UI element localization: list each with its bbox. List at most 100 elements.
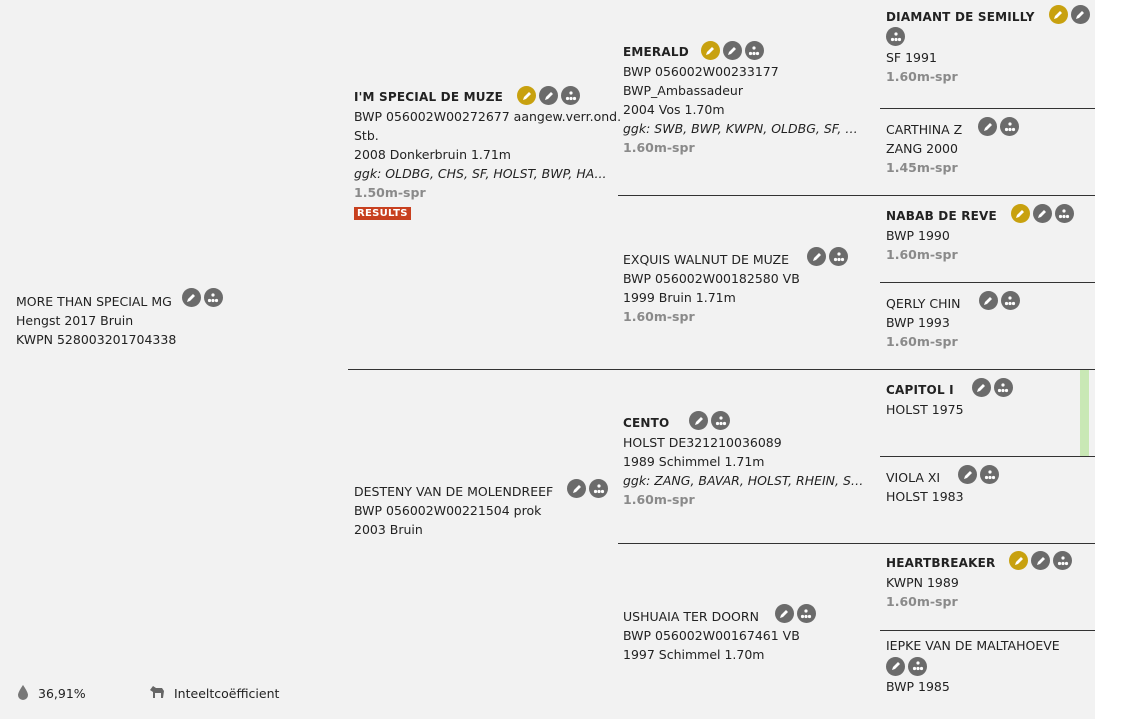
ddd-line1: BWP 1985: [886, 679, 950, 694]
gold-pencil-icon[interactable]: [517, 86, 536, 105]
pencil-icon[interactable]: [971, 378, 991, 397]
highlight-bar: [1080, 370, 1089, 456]
pencil-icon[interactable]: [722, 41, 742, 60]
pencil-icon[interactable]: [978, 117, 998, 136]
ss-line2: BWP_Ambassadeur: [623, 83, 743, 98]
gold-pencil-icon[interactable]: [1010, 204, 1030, 223]
pedigree-tree-icon[interactable]: [561, 86, 580, 105]
pencil-icon[interactable]: [1032, 204, 1052, 223]
pencil-icon[interactable]: [689, 411, 709, 430]
subject-line2: KWPN 528003201704338: [16, 332, 177, 347]
pedigree-tree-icon[interactable]: [1054, 204, 1074, 223]
dd-line2: 1997 Schimmel 1.70m: [623, 647, 765, 662]
subject-name[interactable]: MORE THAN SPECIAL MG: [16, 294, 172, 309]
dsd-horse: VIOLA XI HOLST 1983: [886, 465, 1000, 506]
sire-sire-horse: EMERALD BWP 056002W00233177 BWP_Ambassad…: [623, 41, 863, 157]
sire-name[interactable]: I'M SPECIAL DE MUZE: [354, 90, 503, 104]
ds-ggk: ggk: ZANG, BAVAR, HOLST, RHEIN, SW...: [623, 473, 868, 488]
inbreeding-link[interactable]: Inteeltcoëfficient: [148, 684, 279, 703]
pedigree-tree-icon[interactable]: [886, 27, 905, 46]
ss-line1: BWP 056002W00233177: [623, 64, 779, 79]
dds-line1: KWPN 1989: [886, 575, 959, 590]
gold-pencil-icon[interactable]: [1009, 551, 1029, 570]
sd-name[interactable]: EXQUIS WALNUT DE MUZE: [623, 252, 790, 267]
sire-dam-horse: EXQUIS WALNUT DE MUZE BWP 056002W0018258…: [623, 247, 849, 326]
divider-sds-sdd: [880, 282, 1095, 283]
dds-name[interactable]: HEARTBREAKER: [886, 556, 996, 570]
ddd-horse: IEPKE VAN DE MALTAHOEVE BWP 1985: [886, 636, 1060, 696]
sd-level: 1.60m-spr: [623, 309, 695, 324]
gold-pencil-icon[interactable]: [700, 41, 720, 60]
pencil-icon[interactable]: [774, 604, 794, 623]
sire-line2: Stb.: [354, 128, 379, 143]
sdd-level: 1.60m-spr: [886, 334, 958, 349]
pedigree-tree-icon[interactable]: [203, 288, 223, 307]
ds-line2: 1989 Schimmel 1.71m: [623, 454, 765, 469]
pedigree-tree-icon[interactable]: [744, 41, 764, 60]
pencil-icon[interactable]: [978, 291, 998, 310]
sds-name[interactable]: NABAB DE REVE: [886, 209, 997, 223]
pencil-icon[interactable]: [181, 288, 201, 307]
pedigree-tree-icon[interactable]: [1000, 291, 1020, 310]
divider-sire-dam: [348, 369, 1095, 370]
pedigree-tree-icon[interactable]: [1000, 117, 1020, 136]
sire-level: 1.50m-spr: [354, 185, 426, 200]
sss-horse: DIAMANT DE SEMILLY SF 1991 1.60m-spr: [886, 5, 1091, 86]
pedigree-tree-icon[interactable]: [589, 479, 609, 498]
ds-level: 1.60m-spr: [623, 492, 695, 507]
subject-horse: MORE THAN SPECIAL MG Hengst 2017 Bruin K…: [16, 288, 223, 349]
sdd-horse: QERLY CHIN BWP 1993 1.60m-spr: [886, 291, 1020, 351]
pencil-icon[interactable]: [958, 465, 978, 484]
dds-horse: HEARTBREAKER KWPN 1989 1.60m-spr: [886, 551, 1073, 611]
divider-dds-ddd: [880, 630, 1095, 631]
subject-line1: Hengst 2017 Bruin: [16, 313, 134, 328]
sds-level: 1.60m-spr: [886, 247, 958, 262]
inbreeding-percent: 36,91%: [16, 684, 86, 703]
dsd-line1: HOLST 1983: [886, 489, 964, 504]
drop-icon: [16, 684, 30, 703]
sds-line1: BWP 1990: [886, 228, 950, 243]
ss-name[interactable]: EMERALD: [623, 45, 689, 59]
sdd-line1: BWP 1993: [886, 315, 950, 330]
results-button[interactable]: RESULTS: [354, 207, 411, 220]
pencil-icon[interactable]: [567, 479, 587, 498]
ss-level: 1.60m-spr: [623, 140, 695, 155]
ssd-line1: ZANG 2000: [886, 141, 958, 156]
pedigree-tree-icon[interactable]: [796, 604, 816, 623]
dss-name[interactable]: CAPITOL I: [886, 383, 954, 397]
pedigree-tree-icon[interactable]: [829, 247, 849, 266]
ssd-level: 1.45m-spr: [886, 160, 958, 175]
pedigree-tree-icon[interactable]: [980, 465, 1000, 484]
dss-horse: CAPITOL I HOLST 1975: [886, 378, 1013, 419]
pencil-icon[interactable]: [886, 656, 905, 676]
dsd-name[interactable]: VIOLA XI: [886, 470, 941, 485]
dam-line1: BWP 056002W00221504 prok: [354, 503, 542, 518]
dds-level: 1.60m-spr: [886, 594, 958, 609]
dam-horse: DESTENY VAN DE MOLENDREEF BWP 056002W002…: [354, 479, 609, 539]
pencil-icon[interactable]: [1070, 5, 1090, 24]
pedigree-tree-icon[interactable]: [993, 378, 1013, 397]
ds-name[interactable]: CENTO: [623, 416, 670, 430]
pedigree-tree-icon[interactable]: [908, 656, 927, 676]
gold-pencil-icon[interactable]: [1048, 5, 1068, 24]
dam-line2: 2003 Bruin: [354, 522, 423, 537]
pedigree-tree-icon[interactable]: [1053, 551, 1073, 570]
ddd-name[interactable]: IEPKE VAN DE MALTAHOEVE: [886, 638, 1060, 653]
pencil-icon[interactable]: [539, 86, 558, 105]
divider-dss-dsd: [880, 456, 1095, 457]
pedigree-tree-icon[interactable]: [711, 411, 731, 430]
ssd-name[interactable]: CARTHINA Z: [886, 122, 963, 137]
sire-line3: 2008 Donkerbruin 1.71m: [354, 147, 511, 162]
divider-sss-ssd: [880, 108, 1095, 109]
inbreeding-label[interactable]: Inteeltcoëfficient: [174, 686, 280, 701]
dd-line1: BWP 056002W00167461 VB: [623, 628, 800, 643]
pencil-icon[interactable]: [1031, 551, 1051, 570]
dam-name[interactable]: DESTENY VAN DE MOLENDREEF: [354, 484, 554, 499]
dam-dam-horse: USHUAIA TER DOORN BWP 056002W00167461 VB…: [623, 604, 816, 664]
dd-name[interactable]: USHUAIA TER DOORN: [623, 609, 759, 624]
sire-horse: I'M SPECIAL DE MUZE BWP 056002W00272677 …: [354, 86, 621, 221]
pencil-icon[interactable]: [807, 247, 827, 266]
sdd-name[interactable]: QERLY CHIN: [886, 296, 961, 311]
sss-name[interactable]: DIAMANT DE SEMILLY: [886, 10, 1035, 24]
horse-icon: [148, 684, 166, 703]
